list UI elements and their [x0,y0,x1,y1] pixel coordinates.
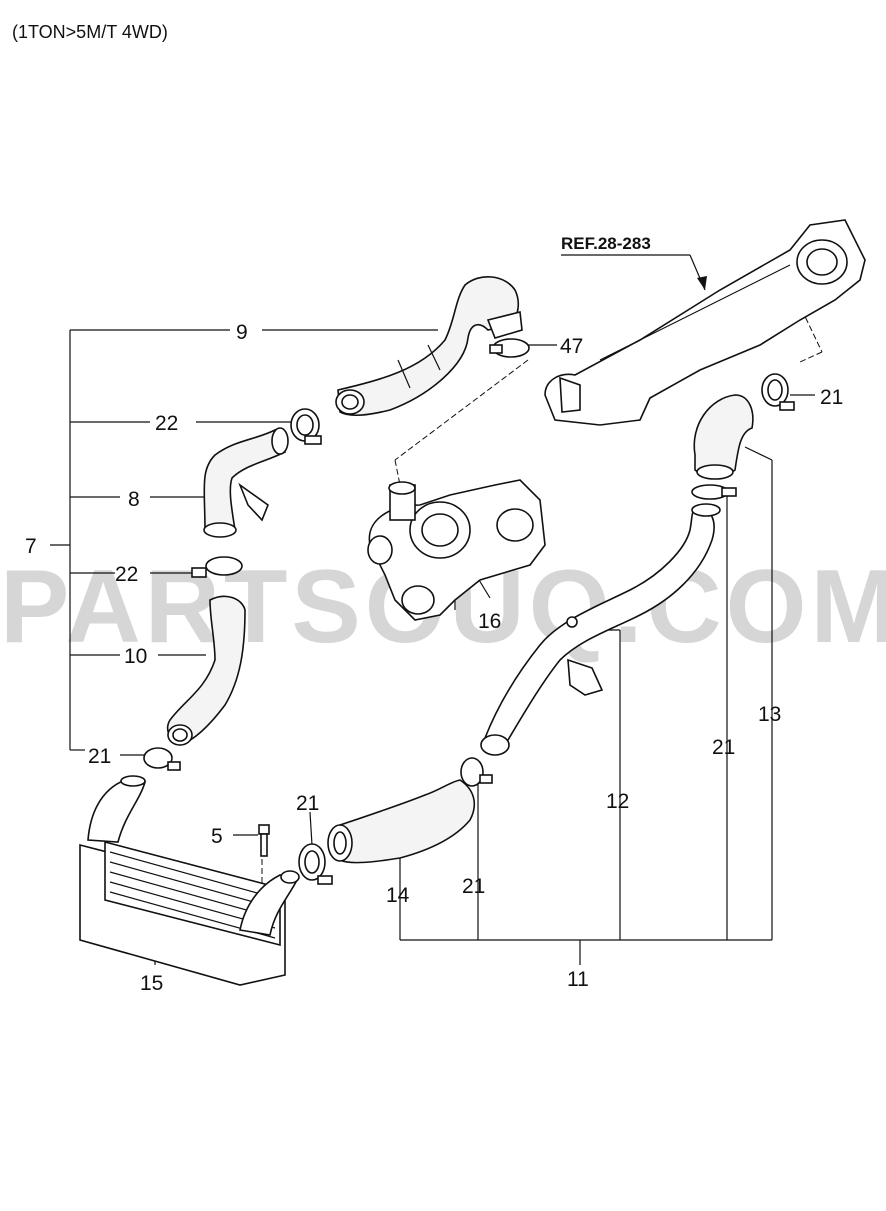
turbocharger-16 [367,479,546,621]
callout-group-7 [50,329,230,751]
clamp-22-lower [191,556,243,578]
callout-21-left: 21 [88,745,111,768]
clamp-21-center [460,757,493,787]
hose-9 [335,276,523,417]
callout-14: 14 [386,884,410,907]
callout-16: 16 [478,610,501,633]
callout-11: 11 [567,968,589,991]
callout-labels: REF.28-283 7 9 47 22 21 8 22 16 10 21 13… [25,234,843,995]
callout-22-upper: 22 [155,412,178,435]
callout-7: 7 [25,535,37,558]
callout-22-lower: 22 [115,563,138,586]
clamp-21-upper-right [761,373,795,411]
callout-10: 10 [124,645,147,668]
callout-12: 12 [606,790,629,813]
hose-13 [693,394,754,480]
callout-21-center: 21 [462,875,485,898]
intercooler-15 [79,775,300,986]
pipe-8 [203,427,289,538]
pipe-12 [480,503,721,756]
callout-13: 13 [758,703,781,726]
callout-5: 5 [211,825,223,848]
clamp-47 [489,338,530,358]
callout-21-lower: 21 [296,792,319,815]
callout-15: 15 [140,972,163,995]
callout-8: 8 [128,488,140,511]
leader-lines [120,254,815,965]
callout-21-right: 21 [712,736,735,759]
clamp-21-lower [298,843,333,885]
exhaust-manifold [544,219,866,426]
callout-9: 9 [236,321,248,344]
hose-10 [166,595,246,746]
bolt-5 [258,824,270,857]
page-title: (1TON>5M/T 4WD) [12,22,168,42]
callout-47: 47 [560,335,583,358]
clamp-22-upper [290,408,322,445]
clamp-21-middle-right [691,484,737,500]
hose-14 [327,779,476,864]
callout-21-upper-right: 21 [820,386,843,409]
reference-label: REF.28-283 [561,234,651,253]
clamp-21-left [143,747,181,771]
